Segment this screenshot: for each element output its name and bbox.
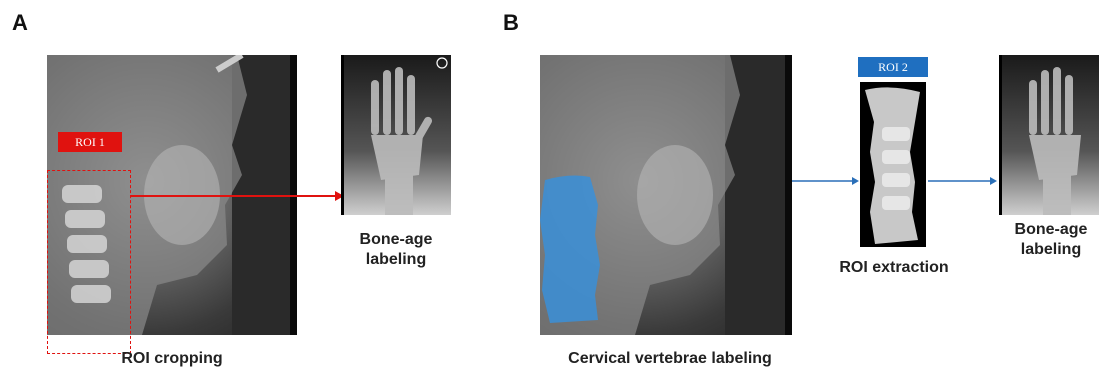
- panel-a-caption: ROI cropping: [47, 349, 297, 369]
- panel-b-target-caption: Bone-age labeling: [1003, 220, 1099, 260]
- roi2-tag: ROI 2: [858, 57, 928, 77]
- arrow-a: [130, 189, 345, 203]
- panel-b-caption: Cervical vertebrae labeling: [530, 349, 810, 369]
- hand-xray-b: [999, 55, 1099, 215]
- hand-xray-a-drawing: [341, 55, 451, 215]
- panel-b-letter: B: [503, 10, 519, 36]
- cephalogram-b-drawing: [540, 55, 792, 335]
- hand-xray-a: [341, 55, 451, 215]
- extracted-roi: [860, 82, 926, 247]
- panel-a-target-caption-line2: labeling: [341, 250, 451, 270]
- roi1-tag: ROI 1: [58, 132, 122, 152]
- cephalogram-b: [540, 55, 792, 335]
- roi1-box: [47, 170, 131, 354]
- panel-b-middle-caption: ROI extraction: [819, 258, 969, 278]
- arrow-b2: [928, 174, 998, 188]
- hand-xray-b-drawing: [999, 55, 1099, 215]
- extracted-roi-drawing: [860, 82, 926, 247]
- panel-a-letter: A: [12, 10, 28, 36]
- panel-b-target-caption-line1: Bone-age: [1003, 220, 1099, 240]
- panel-b-target-caption-line2: labeling: [1003, 240, 1099, 260]
- panel-a-target-caption-line1: Bone-age: [341, 230, 451, 250]
- panel-a-target-caption: Bone-age labeling: [341, 230, 451, 270]
- arrow-b1: [792, 174, 860, 188]
